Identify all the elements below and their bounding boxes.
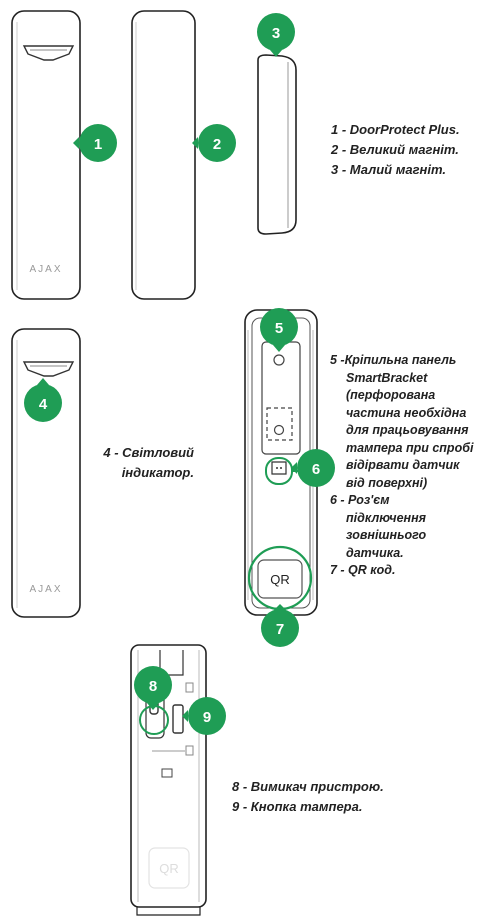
svg-text:6: 6	[312, 461, 320, 478]
device-switch-view: QR	[130, 644, 207, 916]
marker-5: 5	[260, 308, 298, 352]
legend-switch: 8 - Вимикач пристрою. 9 - Кнопка тампера…	[232, 777, 384, 817]
marker-9: 9	[182, 697, 226, 735]
marker-7: 7	[261, 604, 299, 647]
small-magnet-view	[257, 54, 297, 235]
legend-item-7: 7 - QR код.	[330, 563, 396, 577]
marker-1: 1	[73, 124, 117, 162]
legend-item-3: 3 - Малий магніт.	[331, 162, 446, 177]
ajax-logo: AJAX	[29, 264, 62, 275]
svg-text:1: 1	[94, 136, 102, 153]
svg-text:9: 9	[203, 709, 211, 726]
svg-text:3: 3	[272, 25, 280, 42]
marker-2: 2	[192, 124, 236, 162]
legend-item-4-cont: індикатор.	[121, 465, 194, 480]
big-magnet-view	[131, 10, 196, 300]
connector-icon	[271, 461, 287, 475]
markers: 1 2 3 4 5 6 7 8 9	[24, 13, 335, 735]
svg-text:8: 8	[149, 678, 157, 695]
qr-code-label: QR	[159, 861, 179, 876]
tamper-button-icon	[172, 704, 184, 734]
svg-text:7: 7	[276, 621, 284, 638]
marker-6: 6	[291, 449, 335, 487]
ajax-logo: AJAX	[29, 584, 62, 595]
legend-led: 4 - Світловий індикатор.	[92, 443, 194, 483]
legend-item-1: 1 - DoorProtect Plus.	[331, 122, 460, 137]
legend-item-8: 8 - Вимикач пристрою.	[232, 779, 384, 794]
legend-item-9: 9 - Кнопка тампера.	[232, 799, 363, 814]
legend-back: 5 -Кріпильна панель SmartBracket (перфор…	[330, 352, 490, 580]
legend-parts: 1 - DoorProtect Plus. 2 - Великий магніт…	[331, 120, 460, 180]
legend-item-5: 5 -Кріпильна панель	[330, 353, 457, 367]
doorprotect-front-view: AJAX	[11, 10, 81, 300]
marker-4: 4	[24, 378, 62, 422]
legend-item-4: 4 - Світловий	[103, 445, 194, 460]
legend-item-6: 6 - Роз'єм	[330, 493, 390, 507]
svg-text:5: 5	[275, 320, 283, 337]
doorprotect-led-view: AJAX	[11, 328, 81, 618]
marker-3: 3	[257, 13, 295, 57]
svg-text:4: 4	[39, 396, 48, 413]
qr-code-label: QR	[270, 572, 290, 587]
svg-text:2: 2	[213, 136, 221, 153]
callout-ring-8	[139, 705, 169, 735]
legend-item-2: 2 - Великий магніт.	[331, 142, 459, 157]
